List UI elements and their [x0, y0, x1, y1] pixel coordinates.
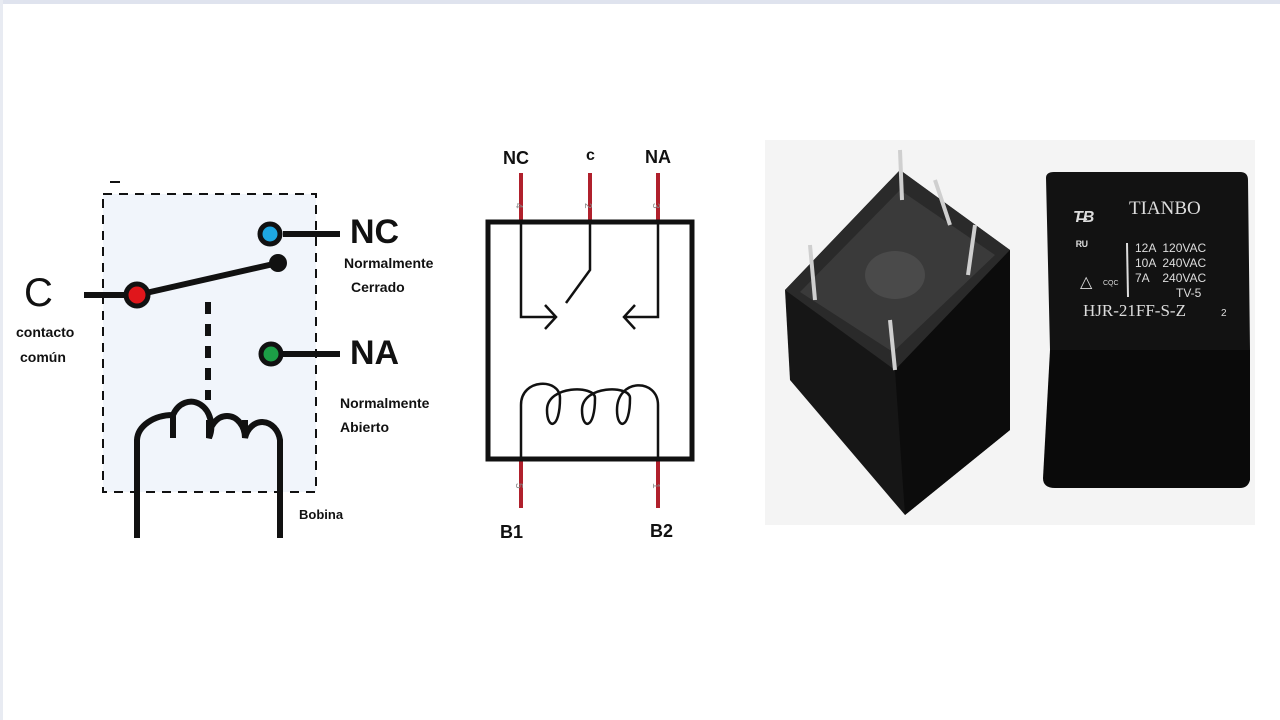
switch-lever	[136, 260, 279, 298]
na-label-1: Normalmente	[340, 395, 430, 411]
relay-symbol-diagram: C contacto común NC Normalmente Cerrado …	[16, 181, 434, 538]
pin-number-3: 3	[650, 203, 661, 209]
relay-sub: TV-5	[1176, 286, 1202, 300]
rating-3: 7A 240VAC	[1135, 271, 1206, 285]
cert-cqc: CQC	[1103, 280, 1119, 287]
nc-label-1: Normalmente	[344, 255, 434, 271]
ul-mark: ᴿᵁ	[1076, 238, 1088, 253]
rating-1: 12A 120VAC	[1135, 241, 1206, 255]
coil-winding	[519, 382, 660, 460]
common-switch	[564, 222, 592, 304]
lever-tip	[269, 254, 287, 272]
relay-brand: TIANBO	[1129, 198, 1201, 219]
na-letter: NA	[350, 334, 399, 372]
common-label-2: común	[20, 349, 66, 365]
left-border	[0, 0, 3, 720]
common-label-1: contacto	[16, 324, 74, 340]
brand-logo: T̶B	[1073, 209, 1094, 226]
common-contact-dot	[123, 281, 151, 309]
label-b1: B1	[500, 522, 523, 542]
rating-2: 10A 240VAC	[1135, 256, 1206, 270]
relay-top-view: T̶B TIANBO ᴿᵁ △ CQC 12A 120VAC 10A 240VA…	[1043, 172, 1250, 488]
label-c: c	[586, 147, 595, 164]
pin-number-1: 1	[650, 483, 661, 489]
coil-label: Bobina	[299, 507, 344, 522]
nc-contact-dot	[257, 221, 283, 247]
relay-model: HJR-21FF-S-Z	[1083, 301, 1186, 320]
nc-contact-arrow	[519, 222, 558, 330]
nc-label-2: Cerrado	[351, 279, 405, 295]
nc-letter: NC	[350, 213, 399, 251]
relay-suffix: 2	[1221, 308, 1227, 319]
top-border	[0, 0, 1280, 4]
relay-bottom-view	[785, 149, 1010, 515]
common-letter: C	[24, 271, 53, 315]
na-label-2: Abierto	[340, 419, 389, 435]
relay-photo: T̶B TIANBO ᴿᵁ △ CQC 12A 120VAC 10A 240VA…	[765, 140, 1255, 525]
relay-pinout-diagram: NC c NA B1 B2 4 2 3 5 1	[485, 147, 695, 542]
pin-number-2: 2	[582, 203, 593, 209]
na-contact-arrow	[622, 222, 660, 330]
label-na: NA	[645, 147, 671, 167]
na-contact-dot	[258, 341, 284, 367]
warning-triangle-icon: △	[1080, 274, 1093, 291]
pin-number-4: 4	[513, 203, 524, 209]
label-nc: NC	[503, 148, 529, 168]
pin-number-5: 5	[513, 483, 524, 489]
label-b2: B2	[650, 521, 673, 541]
